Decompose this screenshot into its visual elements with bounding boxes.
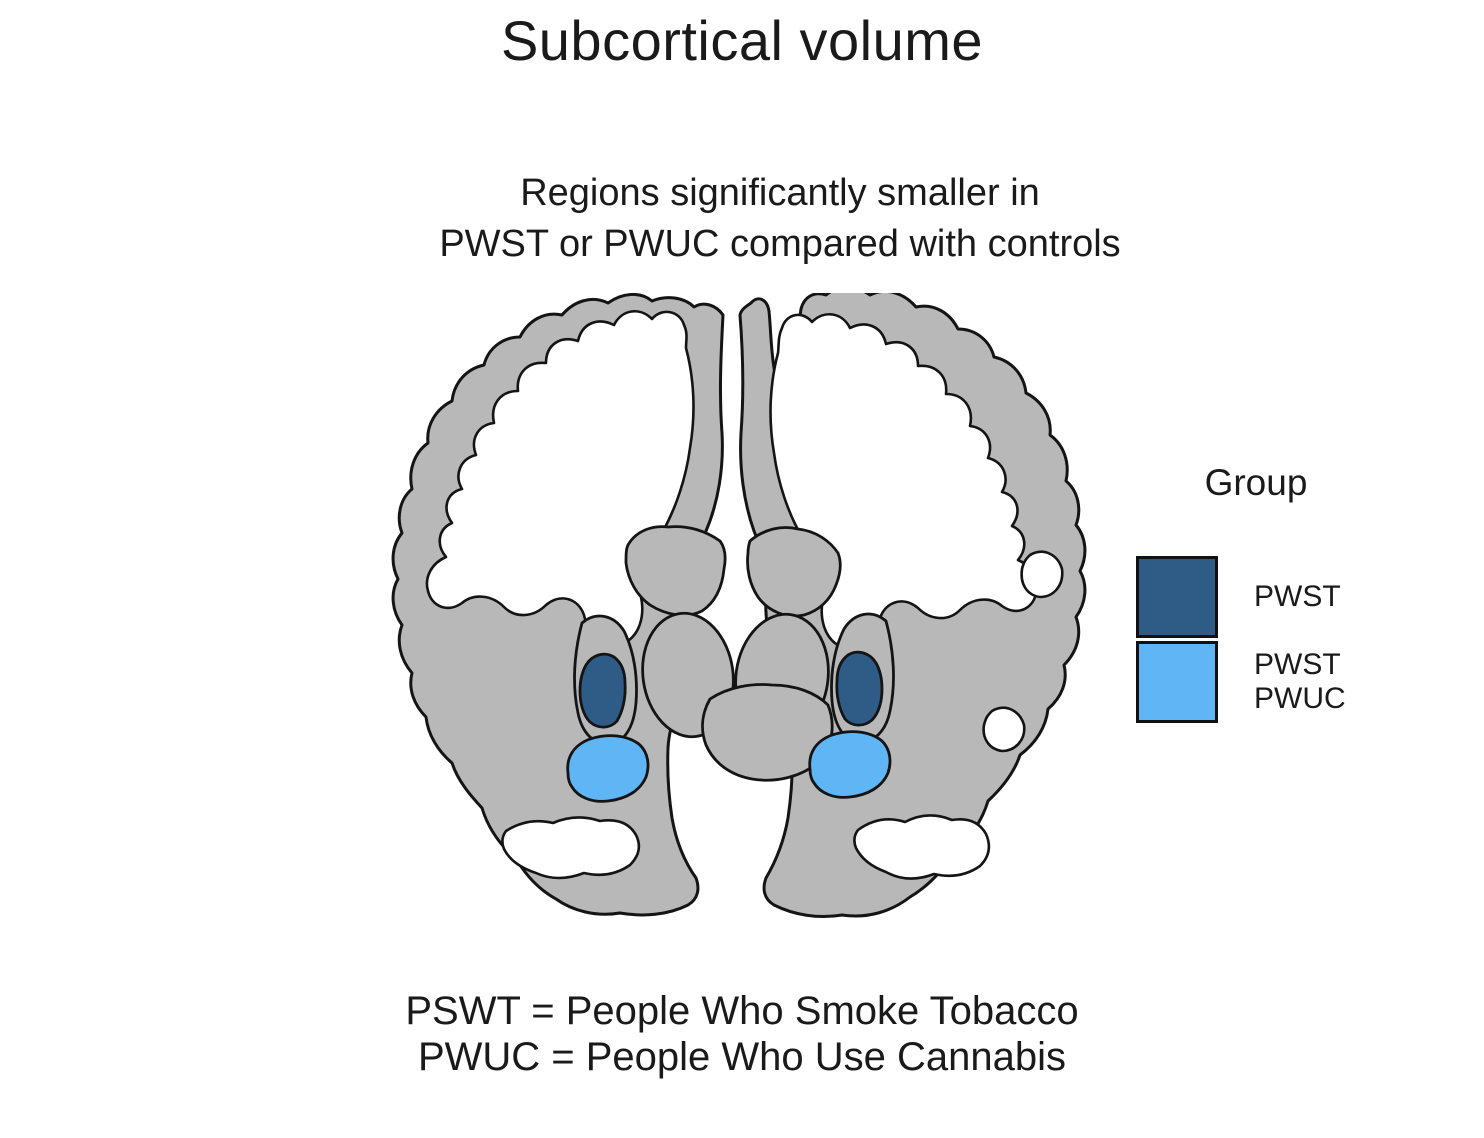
legend-label-pwst-pwuc-line1: PWST: [1254, 647, 1341, 681]
legend-item-pwst-pwuc: PWST PWUC: [1136, 641, 1376, 723]
footnote: PSWT = People Who Smoke Tobacco PWUC = P…: [0, 988, 1484, 1080]
right-temporal-white-matter: [853, 814, 991, 880]
figure-subtitle: Regions significantly smaller in PWST or…: [240, 168, 1320, 271]
footnote-line-2: PWUC = People Who Use Cannabis: [417, 1035, 1067, 1079]
pwst-pwuc-region-left: [566, 734, 650, 803]
legend-item-pwst: PWST: [1136, 556, 1376, 638]
left-caudate-ventricle: [624, 525, 727, 617]
legend-label-pwst-pwuc-line2: PWUC: [1254, 682, 1346, 715]
pwst-region-left: [578, 652, 627, 729]
pwst-region-right: [835, 650, 884, 727]
right-caudate-ventricle: [746, 526, 842, 618]
left-temporal-white-matter: [501, 816, 641, 880]
subtitle-line-1: Regions significantly smaller in: [520, 172, 1040, 214]
right-sulcus-pocket-lower: [982, 706, 1026, 753]
legend-swatch-pwst: [1136, 556, 1218, 638]
legend-title: Group: [1204, 462, 1308, 503]
figure-title: Subcortical volume: [500, 9, 984, 72]
right-sulcus-pocket-upper: [1020, 550, 1064, 599]
footnote-line-1: PSWT = People Who Smoke Tobacco: [405, 989, 1079, 1033]
subtitle-line-2: PWST or PWUC compared with controls: [439, 223, 1121, 266]
legend-label-pwst-pwuc: PWST PWUC: [1254, 648, 1346, 717]
legend-label-pwst: PWST: [1254, 579, 1341, 613]
legend: Group PWST PWST PWUC: [1136, 462, 1376, 723]
brain-coronal-slice-illustration: [388, 286, 1088, 925]
pwst-pwuc-region-right: [808, 730, 892, 799]
legend-swatch-pwst-pwuc: [1136, 641, 1218, 723]
brain-slice-svg: [391, 286, 1087, 919]
